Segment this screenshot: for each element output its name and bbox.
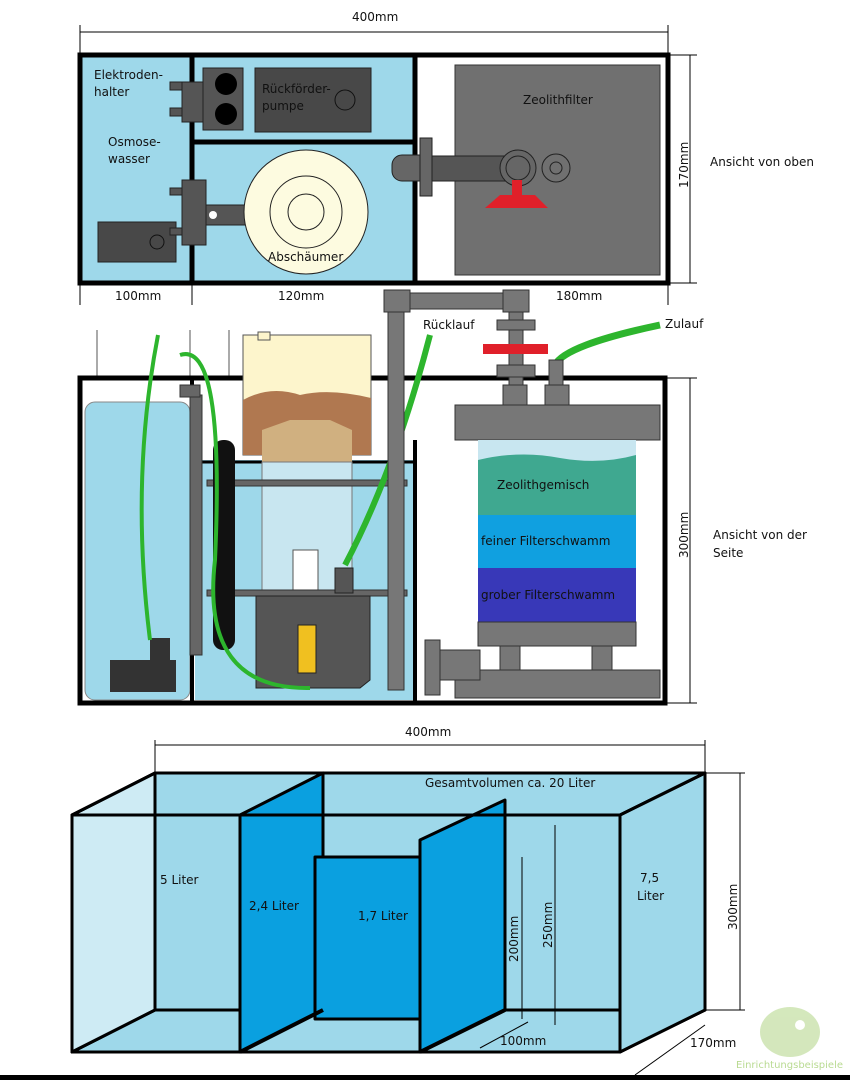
volume-label: 1,7 Liter — [358, 909, 408, 923]
dim-label: 200mm — [507, 916, 521, 962]
return-label: Rücklauf — [423, 318, 475, 332]
top-view-label: Ansicht von oben — [710, 155, 814, 169]
volume-label: 7,5 — [640, 871, 659, 885]
layer-coarse-sponge — [478, 568, 636, 622]
heater-pump — [97, 221, 177, 263]
osmose-label: Osmose- — [108, 135, 161, 149]
tank-front — [70, 813, 622, 1054]
return-pump — [254, 67, 372, 133]
side-view: Zeolithgemisch feiner Filterschwamm grob… — [77, 289, 807, 706]
osmose-label: wasser — [108, 152, 150, 166]
col-dim: 180mm — [556, 289, 602, 303]
inflow-hose — [551, 321, 661, 367]
electrode-label: halter — [94, 85, 129, 99]
layer-label: grober Filterschwamm — [481, 588, 615, 602]
return-pipe — [387, 299, 405, 691]
zeolith-label: Zeolithfilter — [523, 93, 593, 107]
layer-label: feiner Filterschwamm — [481, 534, 610, 548]
col-dim: 100mm — [115, 289, 161, 303]
volume-label: 2,4 Liter — [249, 899, 299, 913]
col-dim: 120mm — [278, 289, 324, 303]
side-view-label: Ansicht von der — [713, 528, 807, 542]
layer-fine-sponge — [478, 515, 636, 568]
layer-label: Zeolithgemisch — [497, 478, 589, 492]
side-height-dim: 300mm — [677, 512, 691, 558]
vol-width-dim: 400mm — [405, 725, 451, 739]
skimmer-label: Abschäumer — [268, 250, 343, 264]
top-width-dim: 400mm — [352, 10, 398, 24]
pump-label: Rückförder- — [262, 82, 331, 96]
top-view: 400mm Rückförder- pumpe Elektroden- halt… — [77, 10, 814, 305]
volume-label: 5 Liter — [160, 873, 199, 887]
volume-view: 400mm Gesamtvolumen ca. 20 Liter 5 Liter… — [70, 725, 745, 1076]
osmose-chamber — [84, 401, 191, 701]
layer-zeolith — [478, 454, 636, 515]
dim-label: 300mm — [726, 884, 740, 930]
electrode-label: Elektroden- — [94, 68, 163, 82]
watermark-logo: Einrichtungsbeispiele — [736, 1007, 843, 1071]
total-volume: Gesamtvolumen ca. 20 Liter — [425, 776, 595, 790]
dim-label: 170mm — [690, 1036, 736, 1050]
osmose-pump — [110, 660, 176, 692]
dim-label: 250mm — [541, 902, 555, 948]
side-view-label: Seite — [713, 546, 743, 560]
svg-text:Einrichtungsbeispiele: Einrichtungsbeispiele — [736, 1060, 843, 1071]
top-depth-dim: 170mm — [677, 142, 691, 188]
inflow-label: Zulauf — [665, 317, 704, 331]
skimmer-top — [243, 149, 369, 275]
pump-label: pumpe — [262, 99, 304, 113]
dim-label: 100mm — [500, 1034, 546, 1048]
osmose-hose — [139, 334, 160, 641]
volume-label: Liter — [637, 889, 664, 903]
